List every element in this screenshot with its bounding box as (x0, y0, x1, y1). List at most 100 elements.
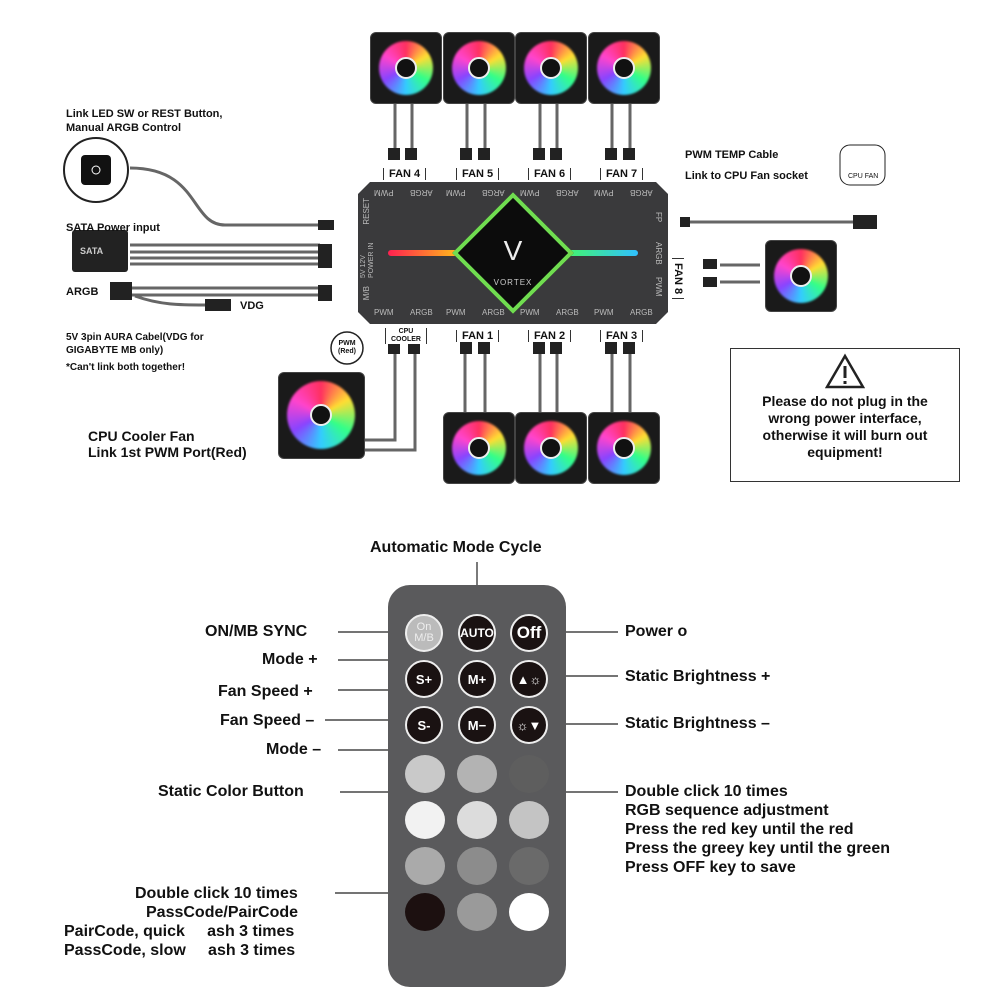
port-label: ARGB (482, 308, 505, 317)
label-mode-up: Mode + (262, 651, 318, 668)
port-label: PWM (446, 188, 466, 197)
label-rgb-4: Press the greey key until the green (625, 840, 890, 857)
cpu-fan-tag: CPU FAN (848, 173, 879, 180)
port-label: PWM (594, 188, 614, 197)
brightness-up-button[interactable]: ▲☼ (510, 660, 548, 698)
fan-label: FAN 2 (528, 330, 572, 342)
fan-2 (515, 412, 587, 484)
sata-plug-label: SATA (80, 246, 104, 256)
port-label: ARGB (654, 242, 663, 265)
port-label: PWM (520, 308, 540, 317)
fan-5 (443, 32, 515, 104)
label-rgb-3: Press the red key until the red (625, 821, 854, 838)
static-color-button[interactable] (457, 801, 497, 839)
label-brightness-up: Static Brightness + (625, 668, 771, 685)
static-color-button[interactable] (457, 893, 497, 931)
label-brightness-down: Static Brightness – (625, 715, 770, 732)
label-double-click: Double click 10 times (135, 885, 298, 902)
sata-label: SATA Power input (66, 222, 160, 234)
port-label: ARGB (630, 308, 653, 317)
fan-speed-down-button[interactable]: S- (405, 706, 443, 744)
warning-text: Please do not plug in the wrong power in… (762, 393, 928, 460)
port-label: PWM (374, 308, 394, 317)
port-label: PWM (594, 308, 614, 317)
fan-label: CPU COOLER (385, 328, 427, 344)
label-fan-speed-up: Fan Speed + (218, 683, 313, 700)
fan-label: FAN 1 (456, 330, 500, 342)
on-mb-sync-button[interactable]: On M/B (405, 614, 443, 652)
off-button[interactable]: Off (510, 614, 548, 652)
port-label: PWM (374, 188, 394, 197)
cpu-socket-label: Link to CPU Fan socket (685, 170, 808, 182)
port-label: RESET (362, 198, 371, 225)
fan-6 (515, 32, 587, 104)
label-passcode: PassCode/PairCode (146, 904, 299, 921)
mode-down-button[interactable]: M− (458, 706, 496, 744)
aura-label: 5V 3pin AURA Cabel(VDG for GIGABYTE MB o… (66, 332, 204, 356)
fan-8 (765, 240, 837, 312)
port-label: PWM (654, 277, 663, 297)
label-rgb-1: Double click 10 times (625, 783, 788, 800)
port-label: ARGB (410, 188, 433, 197)
port-label: ARGB (630, 188, 653, 197)
fan-speed-up-button[interactable]: S+ (405, 660, 443, 698)
label-rgb-5: Press OFF key to save (625, 859, 796, 876)
fan-label: FAN 8 (672, 258, 684, 300)
fan-label: FAN 4 (383, 168, 427, 180)
cpu-cooler-fan-label: CPU Cooler Fan Link 1st PWM Port(Red) (88, 428, 247, 460)
fan-label: FAN 5 (456, 168, 500, 180)
port-label: ARGB (556, 188, 579, 197)
static-color-button[interactable] (509, 893, 549, 931)
port-label: M/B (362, 286, 371, 301)
port-label: FP (654, 212, 663, 223)
port-label: 5V 12V POWER IN (360, 242, 375, 278)
static-color-button[interactable] (405, 847, 445, 885)
fan-4 (370, 32, 442, 104)
label-passcode-slow: PassCode, slow ash 3 times (64, 942, 296, 959)
fan-7 (588, 32, 660, 104)
fan-label: FAN 6 (528, 168, 572, 180)
label-mode-down: Mode – (266, 741, 322, 758)
led-sw-label: Link LED SW or REST Button, Manual ARGB … (66, 108, 223, 134)
brightness-up-icon: ▲☼ (516, 671, 542, 687)
vdg-label: VDG (240, 300, 264, 312)
brand-logo: VORTEX (493, 278, 533, 287)
argb-label: ARGB (66, 286, 99, 298)
fan-1 (443, 412, 515, 484)
static-color-button[interactable] (405, 801, 445, 839)
fan-label: FAN 7 (600, 168, 644, 180)
port-label: PWM (446, 308, 466, 317)
label-power-off: Power o (625, 623, 688, 640)
static-color-button[interactable] (405, 893, 445, 931)
fan-label: FAN 3 (600, 330, 644, 342)
port-label: ARGB (556, 308, 579, 317)
label-on-mb-sync: ON/MB SYNC (205, 623, 308, 640)
mode-up-button[interactable]: M+ (458, 660, 496, 698)
static-color-button[interactable] (509, 755, 549, 793)
cpu-cooler-fan (278, 372, 365, 459)
static-color-button[interactable] (509, 801, 549, 839)
static-color-button[interactable] (457, 755, 497, 793)
static-color-button[interactable] (457, 847, 497, 885)
label-static-color: Static Color Button (158, 783, 304, 800)
port-label: PWM (520, 188, 540, 197)
fan-3 (588, 412, 660, 484)
pwm-temp-label: PWM TEMP Cable (685, 149, 779, 161)
pwm-red-badge: PWM (Red) (338, 340, 356, 355)
warning-box: Please do not plug in the wrong power in… (730, 348, 960, 482)
cant-link-note: *Can't link both together! (66, 362, 186, 373)
brightness-down-icon: ☼▼ (516, 717, 542, 733)
label-rgb-2: RGB sequence adjustment (625, 802, 829, 819)
auto-button[interactable]: AUTO (458, 614, 496, 652)
static-color-button[interactable] (405, 755, 445, 793)
label-fan-speed-down: Fan Speed – (220, 712, 315, 729)
port-label: ARGB (482, 188, 505, 197)
warning-triangle-icon (824, 353, 866, 389)
label-paircode-quick: PairCode, quick ash 3 times (64, 923, 295, 940)
static-color-button[interactable] (509, 847, 549, 885)
controller-hub: V VORTEX PWM ARGB PWM ARGB PWM ARGB PWM … (358, 182, 668, 324)
brightness-down-button[interactable]: ☼▼ (510, 706, 548, 744)
port-label: ARGB (410, 308, 433, 317)
auto-mode-title: Automatic Mode Cycle (370, 539, 542, 556)
